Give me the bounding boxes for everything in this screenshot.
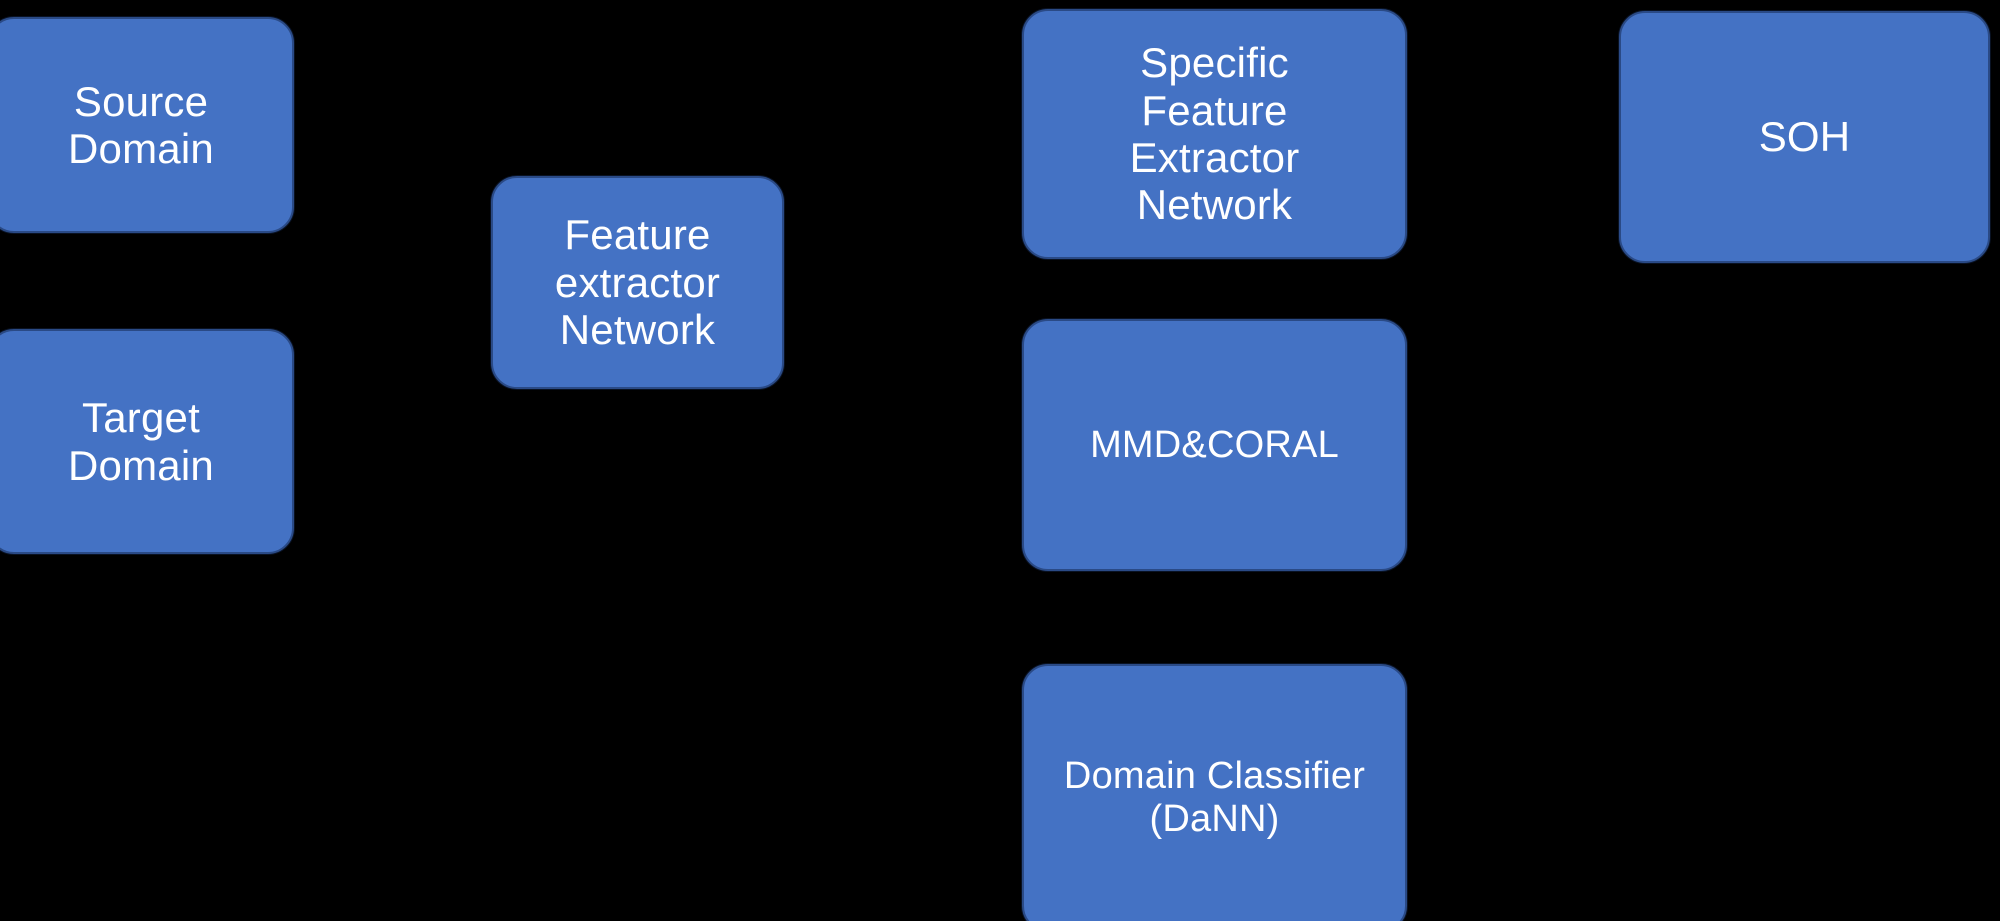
node-source-domain[interactable]: Source Domain: [0, 17, 294, 233]
node-feature-extractor-network-label: Feature extractor Network: [554, 211, 721, 354]
node-mmd-coral[interactable]: MMD&CORAL: [1022, 319, 1407, 571]
node-domain-classifier-dann[interactable]: Domain Classifier (DaNN): [1022, 664, 1407, 921]
node-feature-extractor-network[interactable]: Feature extractor Network: [491, 176, 784, 389]
node-soh-label: SOH: [1758, 113, 1851, 161]
node-target-domain-label: Target Domain: [68, 394, 214, 489]
node-specific-feature-extractor-network-label: Specific Feature Extractor Network: [1129, 39, 1300, 229]
node-domain-classifier-dann-label: Domain Classifier (DaNN): [1063, 755, 1366, 840]
node-soh[interactable]: SOH: [1619, 11, 1990, 263]
node-specific-feature-extractor-network[interactable]: Specific Feature Extractor Network: [1022, 9, 1407, 259]
node-source-domain-label: Source Domain: [68, 77, 214, 172]
node-target-domain[interactable]: Target Domain: [0, 329, 294, 554]
node-mmd-coral-label: MMD&CORAL: [1090, 423, 1339, 466]
